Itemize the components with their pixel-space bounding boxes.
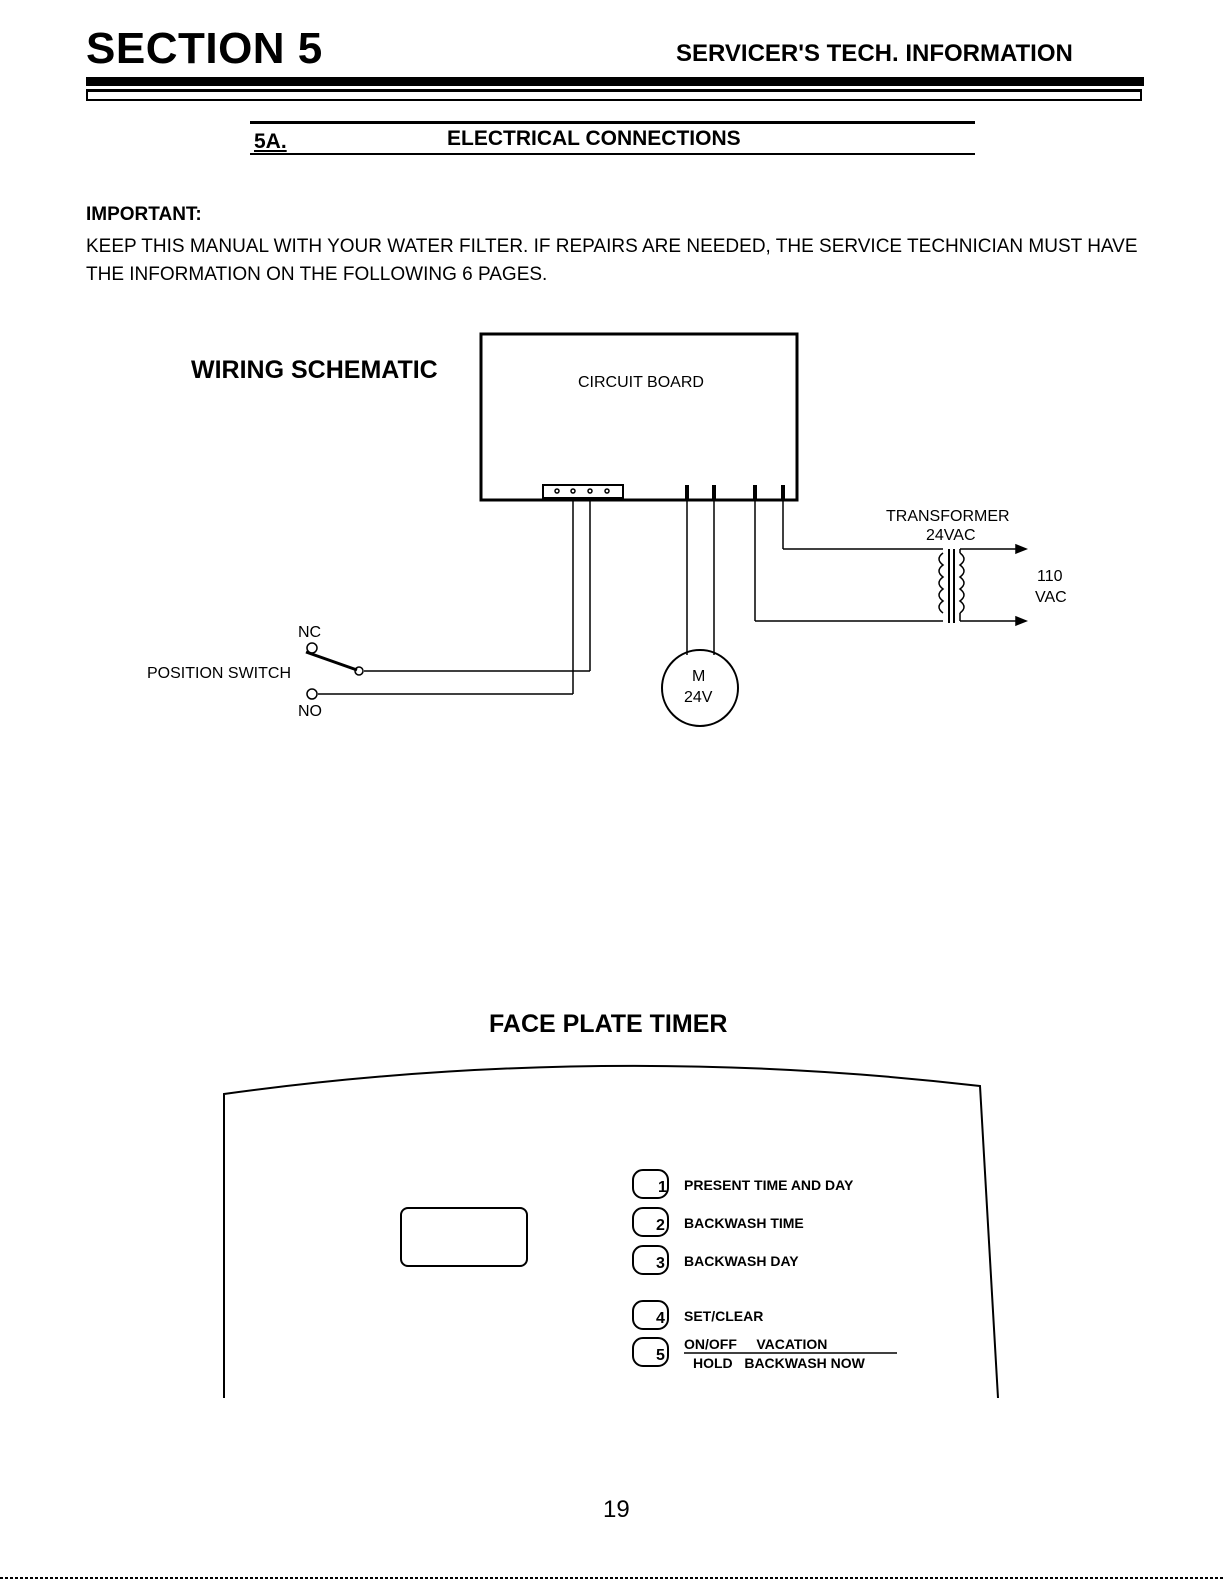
face-plate-timer-title: FACE PLATE TIMER	[489, 1010, 728, 1038]
subsection-rule-top	[250, 121, 975, 124]
face-plate-outline	[223, 1064, 999, 1399]
button-5[interactable]: 5 ON/OFF VACATION HOLD BACKWASH NOW	[632, 1336, 897, 1371]
transformer-label: TRANSFORMER	[886, 508, 1010, 525]
section-subtitle: SERVICER'S TECH. INFORMATION	[676, 40, 1073, 67]
button-5-label-bottom: HOLD BACKWASH NOW	[693, 1355, 866, 1371]
transformer	[938, 543, 1029, 627]
subsection-number: 5A.	[254, 130, 287, 153]
button-3-label: BACKWASH DAY	[684, 1253, 799, 1269]
transformer-voltage: 24VAC	[926, 527, 976, 544]
button-1-number: 1	[658, 1179, 667, 1196]
button-4-label: SET/CLEAR	[684, 1308, 763, 1324]
important-label: IMPORTANT:	[86, 204, 202, 225]
section-title: SECTION 5	[86, 24, 323, 73]
button-3-number: 3	[656, 1255, 665, 1272]
circuit-board	[479, 332, 799, 502]
wiring-schematic-title: WIRING SCHEMATIC	[191, 356, 438, 384]
button-1[interactable]: 1 PRESENT TIME AND DAY	[632, 1169, 854, 1199]
important-text: KEEP THIS MANUAL WITH YOUR WATER FILTER.…	[86, 236, 1138, 285]
subsection-rule-bottom	[250, 153, 975, 155]
button-3[interactable]: 3 BACKWASH DAY	[632, 1245, 799, 1275]
face-plate-timer: 1 PRESENT TIME AND DAY 2 BACKWASH TIME 3…	[223, 1064, 999, 1399]
wiring-schematic: CIRCUIT BOARD NC POSITION SWITCH NO M	[147, 332, 1067, 727]
motor-voltage: 24V	[684, 689, 713, 706]
display-window	[400, 1207, 528, 1267]
button-2[interactable]: 2 BACKWASH TIME	[632, 1207, 804, 1237]
circuit-board-label: CIRCUIT BOARD	[578, 374, 704, 391]
button-5-number: 5	[656, 1347, 665, 1364]
input-voltage-unit: VAC	[1035, 589, 1067, 606]
page-number: 19	[603, 1496, 630, 1523]
button-4[interactable]: 4 SET/CLEAR	[632, 1300, 763, 1330]
button-2-number: 2	[656, 1217, 665, 1234]
header-rule	[86, 77, 1144, 86]
terminal-block	[542, 484, 624, 499]
button-4-number: 4	[656, 1310, 665, 1327]
subsection-title: ELECTRICAL CONNECTIONS	[447, 127, 741, 150]
bottom-rule	[0, 1577, 1225, 1579]
board-pins	[685, 485, 785, 500]
motor-label: M	[692, 668, 705, 685]
button-5-label-top: ON/OFF VACATION	[684, 1336, 827, 1352]
button-1-label: PRESENT TIME AND DAY	[684, 1177, 854, 1193]
button-2-label: BACKWASH TIME	[684, 1215, 804, 1231]
switch-nc-label: NC	[298, 624, 321, 641]
switch-no-label: NO	[298, 703, 322, 720]
switch-label: POSITION SWITCH	[147, 665, 291, 682]
input-voltage-number: 110	[1037, 568, 1063, 585]
motor	[661, 649, 739, 727]
header-rule-box	[86, 89, 1142, 101]
position-switch	[305, 642, 364, 700]
